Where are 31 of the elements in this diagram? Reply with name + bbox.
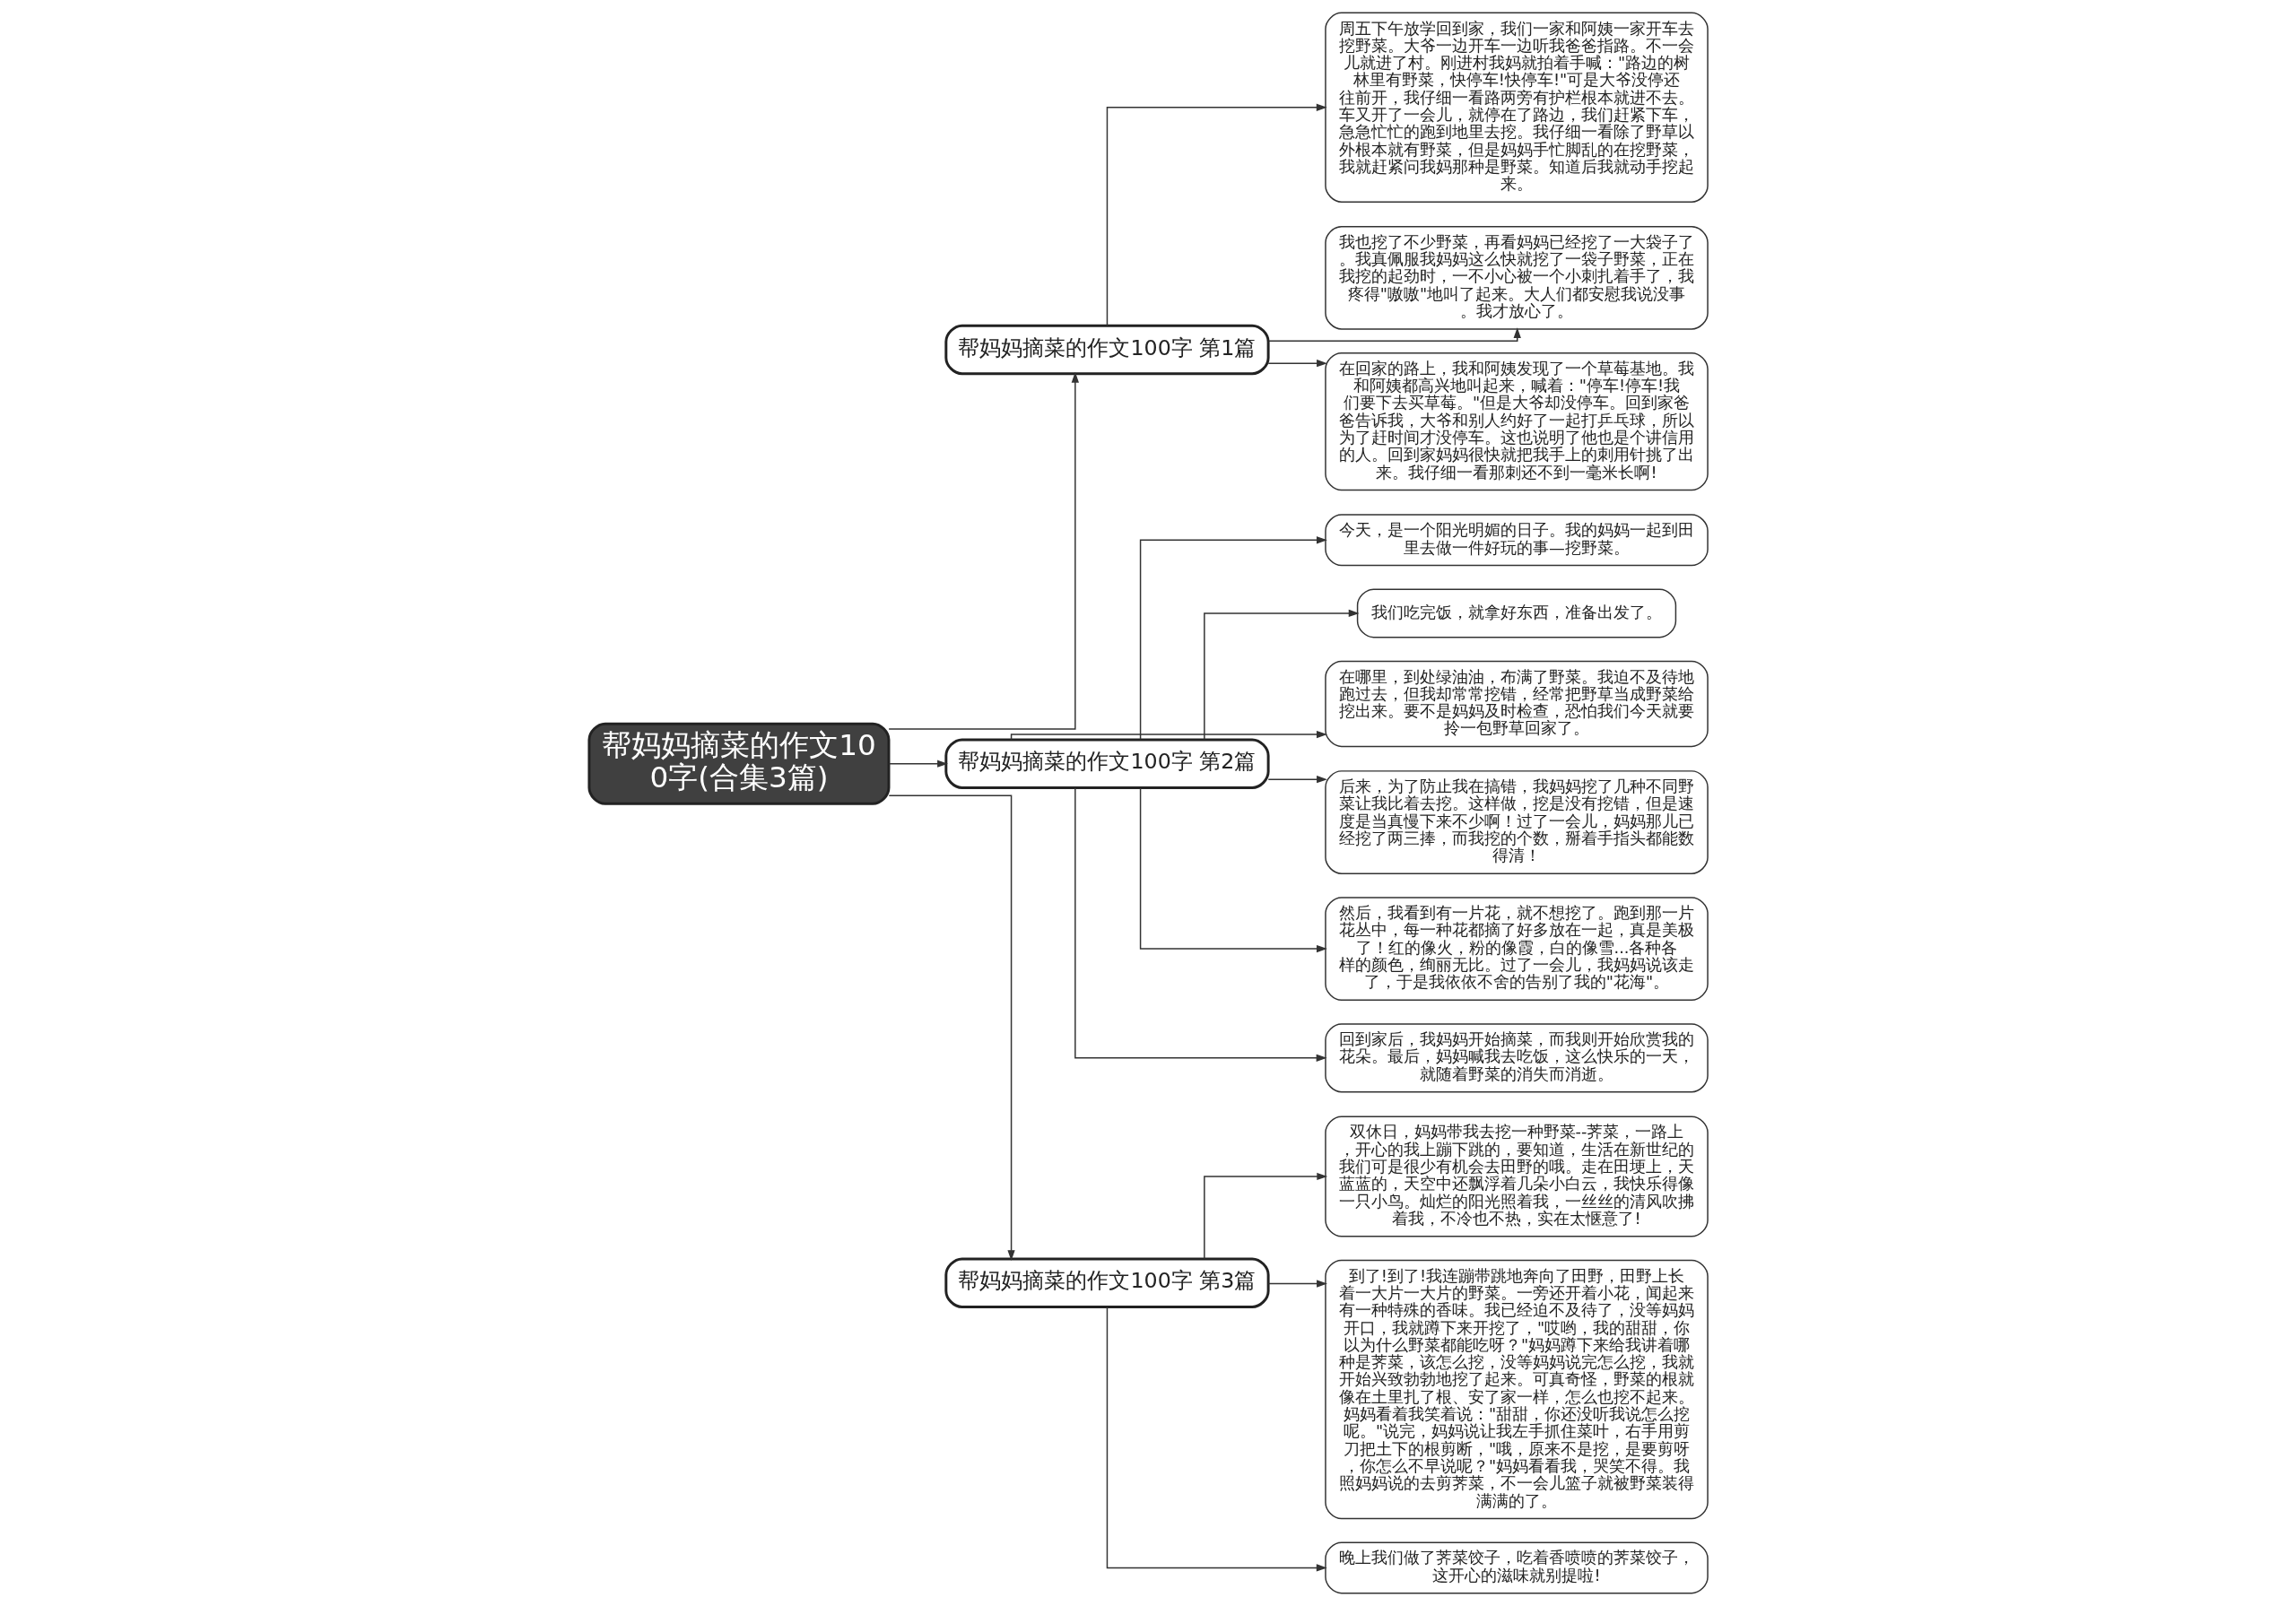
node-box: 双休日，妈妈带我去挖一种野菜--荠菜，一路上，开心的我上蹦下跳的，要知道，生活在新世纪的我们可是很少有机会去田野的哦。走在田埂上，天蓝蓝的，天空中还飘浮着几朵小白云，我快乐得像一只小鸟。灿烂的阳光照着我，一丝丝的清风吹拂着我，不冷也不热，实在太惬意了! [1324, 1116, 1709, 1237]
node-box: 今天，是一个阳光明媚的日子。我的妈妈一起到田里去做一件好玩的事—挖野菜。 [1324, 514, 1709, 567]
node-box: 帮妈妈摘菜的作文100字(合集3篇) [587, 722, 890, 805]
arrow [888, 760, 948, 768]
node-box: 帮妈妈摘菜的作文100字 第2篇 [944, 738, 1270, 789]
node-box: 然后，我看到有一片花，就不想挖了。跑到那一片花丛中，每一种花都摘了好多放在一起，真是美极了！红的像火，粉的像霞，白的像雪...各种各样的颜色，绚丽无比。过了一会儿，我妈妈说该走了，于是我依依不舍的告别了我的"花海"。 [1324, 897, 1709, 1001]
arrow [1203, 1172, 1327, 1260]
arrow [1106, 1307, 1327, 1572]
arrow [1267, 1280, 1327, 1288]
arrow [1267, 776, 1327, 784]
node-box: 帮妈妈摘菜的作文100字 第1篇 [944, 324, 1270, 376]
arrow [1139, 786, 1327, 953]
arrow [888, 794, 1015, 1261]
node-box: 我们吃完饭，就拿好东西，准备出发了。 [1356, 588, 1676, 638]
node-box: 到了!到了!我连蹦带跳地奔向了田野，田野上长着一大片一大片的野菜。一旁还开着小花，闻起来有一种特殊的香味。我已经迫不及待了，没等妈妈开口，我就蹲下来开挖了，"哎哟，我的甜甜，你以为什么野菜都能吃呀？"妈妈蹲下来给我讲着哪种是荠菜，该怎么挖，没等妈妈说完怎么挖，我就开始兴致勃勃地挖了起来。可真奇怪，野菜的根就像在土里扎了根、安了家一样，怎么也挖不起来。妈妈看着我笑着说："甜甜，你还没听我说怎么挖呢。"说完，妈妈说让我左手抓住菜叶，右手用剪刀把土下的根剪断，"哦，原来不是挖，是要剪呀，你怎么不早说呢？"妈妈看看我，哭笑不得。我照妈妈说的去剪荠菜，不一会儿篮子就被野菜装得满满的了。 [1324, 1259, 1709, 1520]
node-box: 在回家的路上，我和阿姨发现了一个草莓基地。我和阿姨都高兴地叫起来，喊着："停车!停车!我们要下去买草莓。"但是大爷却没停车。回到家爸爸告诉我，大爷和别人约好了一起打乒乓球，所以为了赶时间才没停车。这也说明了他也是个讲信用的人。回到家妈妈很快就把我手上的刺用针挑了出来。我仔细一看那刺还不到一毫米长啊! [1324, 352, 1709, 491]
node-box: 在哪里，到处绿油油，布满了野菜。我迫不及待地跑过去，但我却常常挖错，经常把野草当成野菜给挖出来。要不是妈妈及时检查，恐怕我们今天就要拎一包野草回家了。 [1324, 660, 1709, 748]
arrow [1010, 730, 1327, 741]
arrow [1139, 536, 1327, 741]
arrow [1074, 786, 1327, 1062]
node-box: 我也挖了不少野菜，再看妈妈已经挖了一大袋子了。我真佩服我妈妈这么快就挖了一袋子野菜，正在我挖的起劲时，一不小心被一个小刺扎着手了，我疼得"嗷嗷"地叫了起来。大人们都安慰我说没事。我才放心了。 [1324, 225, 1709, 330]
arrow [1203, 609, 1360, 741]
node-box: 后来，为了防止我在搞错，我妈妈挖了几种不同野菜让我比着去挖。这样做，挖是没有挖错，但是速度是当真慢下来不少啊！过了一会儿，妈妈那儿已经挖了两三捧，而我挖的个数，掰着手指头都能数得清！ [1324, 770, 1709, 874]
arrow [887, 371, 1079, 730]
arrow [1267, 327, 1521, 343]
node-box: 回到家后，我妈妈开始摘菜，而我则开始欣赏我的花朵。最后，妈妈喊我去吃饭，这么快乐的一天，就随着野菜的消失而消逝。 [1324, 1023, 1709, 1093]
arrow [1106, 103, 1327, 326]
arrow [1267, 360, 1327, 368]
node-box: 帮妈妈摘菜的作文100字 第3篇 [944, 1257, 1270, 1308]
node-box: 周五下午放学回到家，我们一家和阿姨一家开车去挖野菜。大爷一边开车一边听我爸爸指路。不一会儿就进了村。刚进村我妈就拍着手喊："路边的树林里有野菜，快停车!快停车!"可是大爷没停还往前开，我仔细一看路两旁有护栏根本就进不去。车又开了一会儿，就停在了路边，我们赶紧下车，急急忙忙的跑到地里去挖。我仔细一看除了野草以外根本就有野菜，但是妈妈手忙脚乱的在挖野菜，我就赶紧问我妈那种是野菜。知道后我就动手挖起来。 [1324, 12, 1709, 203]
node-box: 晚上我们做了荠菜饺子，吃着香喷喷的荠菜饺子，这开心的滋味就别提啦! [1324, 1541, 1709, 1594]
